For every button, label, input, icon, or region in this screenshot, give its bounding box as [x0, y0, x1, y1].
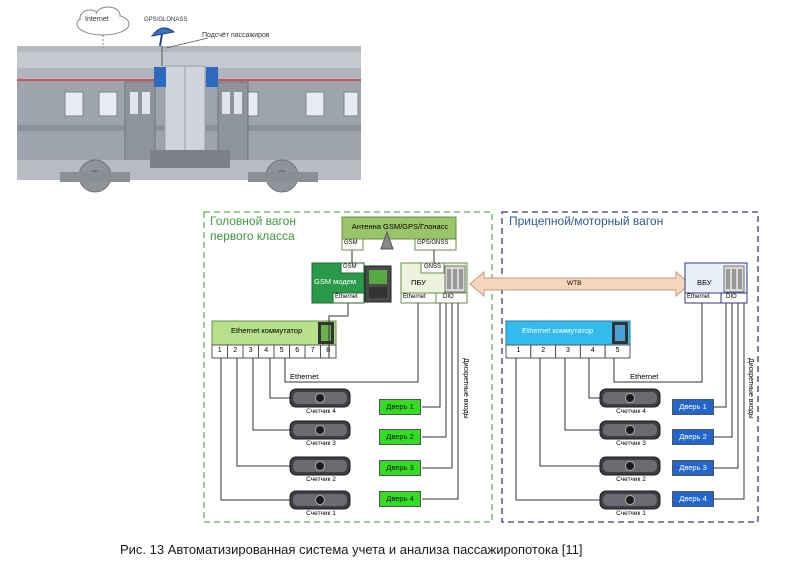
head-switch-port-label: 3	[248, 347, 253, 354]
switch-device-icon	[318, 322, 334, 344]
head-ethernet-label: Ethernet	[290, 372, 319, 381]
train-window	[305, 91, 325, 117]
trailer-door-box: Дверь 4	[672, 491, 714, 507]
train-illustration	[17, 6, 361, 193]
head-car-title-line1: Головной вагон	[210, 214, 296, 228]
pbu-label: ПБУ	[411, 278, 426, 287]
head-discrete-label: Дискретные входы	[462, 358, 469, 419]
pbu-device-icon	[444, 265, 466, 293]
head-wiring	[220, 303, 459, 501]
head-car-frame	[203, 211, 493, 523]
figure-caption: Рис. 13 Автоматизированная система учета…	[120, 542, 583, 557]
vbu-device-icon	[723, 265, 745, 293]
head-car-title: Головной вагон первого класса	[210, 214, 296, 244]
antenna-label: Антенна GSM/GPS/Глонасс	[351, 222, 449, 231]
head-sensor-icon	[289, 456, 351, 476]
counting-label: Подсчёт пассажиров	[202, 32, 270, 39]
trailer-sensor-label: Счетчик 2	[616, 476, 646, 483]
head-switch-port-label: 6	[295, 347, 300, 354]
trailer-sensor-icon	[599, 388, 661, 408]
head-sensor-icon	[289, 490, 351, 510]
trailer-car-frame	[501, 211, 759, 523]
head-sensor-label: Счетчик 3	[306, 440, 336, 447]
trailer-door-box: Дверь 3	[672, 460, 714, 476]
internet-label: Internet	[85, 16, 109, 23]
trailer-door-box: Дверь 2	[672, 429, 714, 445]
trailer-sensor-icon	[599, 420, 661, 440]
train-window	[98, 91, 118, 117]
head-switch-port-label: 5	[279, 347, 284, 354]
head-switch-box	[211, 320, 337, 346]
trailer-discrete-label: Дискретные входы	[747, 358, 754, 419]
head-sensor-label: Счетчик 4	[306, 408, 336, 415]
head-door-box: Дверь 2	[379, 429, 421, 445]
trailer-sensor-label: Счетчик 4	[616, 408, 646, 415]
trailer-switch-port-label: 3	[566, 347, 570, 354]
trailer-switch-port-label: 4	[590, 347, 595, 354]
head-door-box: Дверь 4	[379, 491, 421, 507]
head-switch-port-label: 4	[264, 347, 269, 354]
gps-label: GPS/GLONASS	[144, 17, 188, 23]
satellite-dish-icon	[150, 27, 176, 47]
modem-port-gsm: GSM	[343, 264, 357, 270]
head-car-title-line2: первого класса	[210, 229, 295, 243]
counting-device	[206, 67, 218, 87]
head-switch-label: Ethernet коммутатор	[231, 326, 303, 335]
trailer-car-title: Прицепной/моторный вагон	[509, 214, 664, 228]
trailer-door-box: Дверь 1	[672, 399, 714, 415]
trailer-switch-port-label: 1	[516, 347, 521, 354]
trailer-sensor-icon	[599, 490, 661, 510]
antenna-port-gps: GPS/GNSS	[417, 240, 449, 246]
modem-port-eth: Ethernet	[335, 294, 358, 300]
antenna-icon	[380, 230, 394, 250]
trailer-wiring	[515, 303, 745, 501]
head-sensor-icon	[289, 420, 351, 440]
system-diagram	[17, 6, 759, 523]
modem-label: GSM модем	[314, 277, 357, 286]
internet-cloud-icon	[76, 6, 130, 36]
pbu-port-eth: Ethernet	[403, 294, 426, 300]
head-sensor-label: Счетчик 2	[306, 476, 336, 483]
vbu-port-eth: Ethernet	[687, 294, 710, 300]
antenna-box	[341, 216, 457, 240]
trailer-switch-port-label: 5	[615, 347, 620, 354]
head-sensor-label: Счетчик 1	[306, 510, 336, 517]
counting-device	[154, 67, 166, 87]
head-switch-port-box	[320, 344, 337, 359]
train-roof	[17, 50, 361, 70]
trailer-sensor-label: Счетчик 3	[616, 440, 646, 447]
trailer-ethernet-label: Ethernet	[630, 372, 659, 381]
head-switch-port-label: 8	[326, 347, 331, 354]
antenna-port-gsm: GSM	[344, 240, 358, 246]
head-door-box: Дверь 3	[379, 460, 421, 476]
modem-device-icon	[364, 265, 392, 303]
head-switch-port-label: 1	[217, 347, 222, 354]
trailer-switch-port-label: 2	[541, 347, 546, 354]
train-window	[343, 91, 359, 117]
head-switch-port-label: 2	[233, 347, 238, 354]
trailer-switch-port-box	[604, 344, 631, 359]
vbu-label: ВБУ	[697, 278, 712, 287]
wtb-label: WTB	[567, 280, 582, 287]
head-switch-port-label: 7	[310, 347, 315, 354]
pbu-port-gnss: GNSS	[424, 264, 442, 270]
head-sensor-icon	[289, 388, 351, 408]
head-door-box: Дверь 1	[379, 399, 421, 415]
vbu-port-dio: DIO	[726, 294, 737, 300]
trailer-sensor-icon	[599, 456, 661, 476]
pbu-port-dio: DIO	[443, 294, 454, 300]
trailer-switch-label: Ethernet коммутатор	[522, 326, 594, 335]
train-window	[64, 91, 84, 117]
trailer-sensor-label: Счетчик 1	[616, 510, 646, 517]
switch-device-icon	[612, 322, 628, 344]
